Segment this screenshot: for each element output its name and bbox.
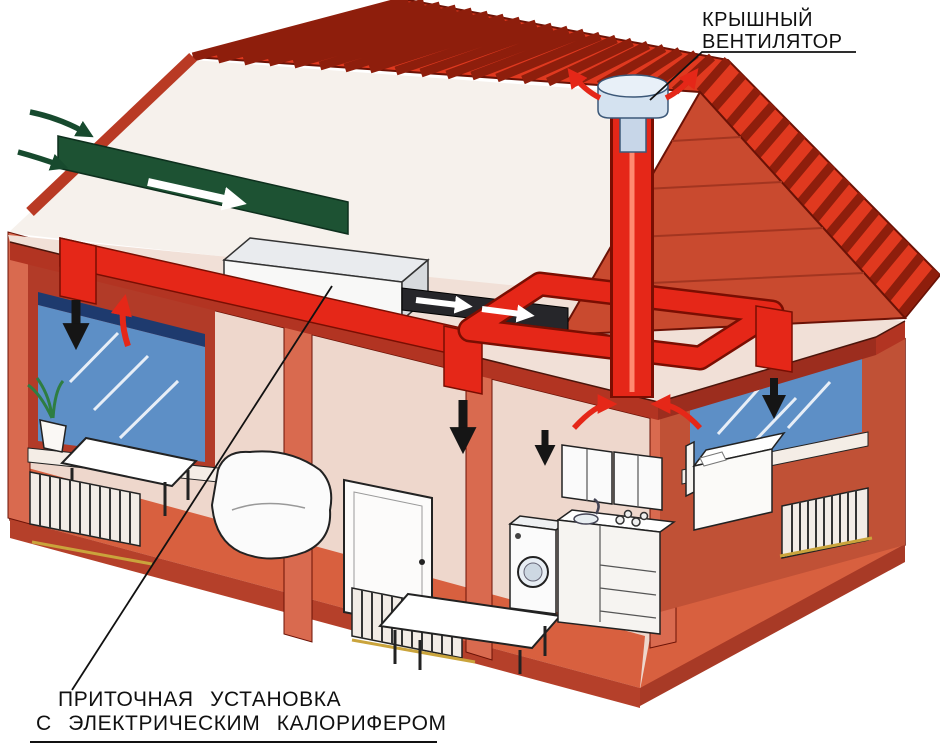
radiator-pipe [351, 638, 476, 664]
room-air-up-arrow [110, 294, 132, 347]
annotations: КРЫШНЫЙ ВЕНТИЛЯТОР ПРИТОЧНАЯ УСТАНОВКА С… [30, 7, 856, 743]
attic-white-wall [8, 60, 640, 302]
supply-elbow-right [755, 305, 793, 373]
radiator-pipe [779, 536, 873, 558]
fan-cap-top [597, 74, 669, 98]
ceiling-edge-band-right [658, 337, 876, 420]
drawer-lines [599, 525, 657, 622]
washer-door-inner [523, 562, 543, 582]
roof-fan-label-line1: КРЫШНЫЙ [702, 7, 813, 31]
connector-flow-arrow-2 [481, 304, 535, 323]
roof-fan-leader-line [649, 51, 856, 101]
washer-dial [515, 533, 521, 539]
bed [210, 450, 333, 560]
fan-exhaust-arrow-right [664, 68, 699, 101]
supply-unit-leader-line [71, 285, 333, 691]
left-window-streaks [68, 331, 180, 440]
ceiling-edge-band-corner [876, 321, 905, 355]
floor-front-edge-right [640, 544, 905, 706]
outdoor-air-arrow-1 [29, 109, 94, 138]
furniture-hallway [343, 478, 562, 674]
table-top [60, 436, 198, 488]
supply-unit-label-line1: ПРИТОЧНАЯ УСТАНОВКА [58, 688, 341, 711]
attic-interior [8, 60, 640, 302]
bed-headboard [685, 440, 695, 498]
connector-flow-arrow-1 [415, 295, 473, 314]
sink [573, 513, 599, 525]
radiator-fins [791, 490, 857, 556]
table-legs [393, 626, 547, 674]
fan-exhaust-arrow-left [567, 68, 602, 101]
roof-fan [597, 74, 669, 153]
supply-elbow-left [59, 237, 97, 305]
bed-fold [231, 502, 306, 511]
pillow [699, 451, 727, 467]
furniture-kitchen [508, 444, 677, 635]
floor-front-edge-left [10, 518, 640, 708]
furniture-right-bedroom [685, 431, 873, 559]
door-knob [419, 559, 425, 565]
airflow-arrows [17, 68, 786, 466]
stove-burners [615, 509, 649, 527]
intake-flow-arrow [147, 178, 247, 211]
gable-siding-lines [587, 136, 865, 287]
exhaust-grille-arrow-left [571, 394, 618, 430]
left-wall-cut-edge [7, 231, 31, 525]
roof-stripes-overhang [710, 72, 940, 317]
radiator-pipe [31, 540, 153, 566]
supply-unit-label-line2: С ЭЛЕКТРИЧЕСКИМ КАЛОРИФЕРОМ [36, 712, 447, 735]
faucet [593, 497, 600, 515]
furniture-left-bedroom [27, 377, 333, 566]
outdoor-air-arrow-2 [17, 149, 69, 171]
roof-fan-label-line2: ВЕНТИЛЯТОР [702, 31, 843, 53]
bed-front [693, 448, 773, 531]
plant-leaves [27, 377, 65, 419]
radiator-fins [39, 474, 131, 544]
flower-pot [39, 419, 67, 453]
exhaust-grille-arrow-right [650, 394, 703, 430]
left-rake-fascia [26, 53, 197, 216]
roof-stripes-upper [191, 0, 732, 95]
cabinet-door-lines [586, 449, 639, 507]
counter-front [557, 519, 661, 635]
radiator [29, 471, 141, 547]
